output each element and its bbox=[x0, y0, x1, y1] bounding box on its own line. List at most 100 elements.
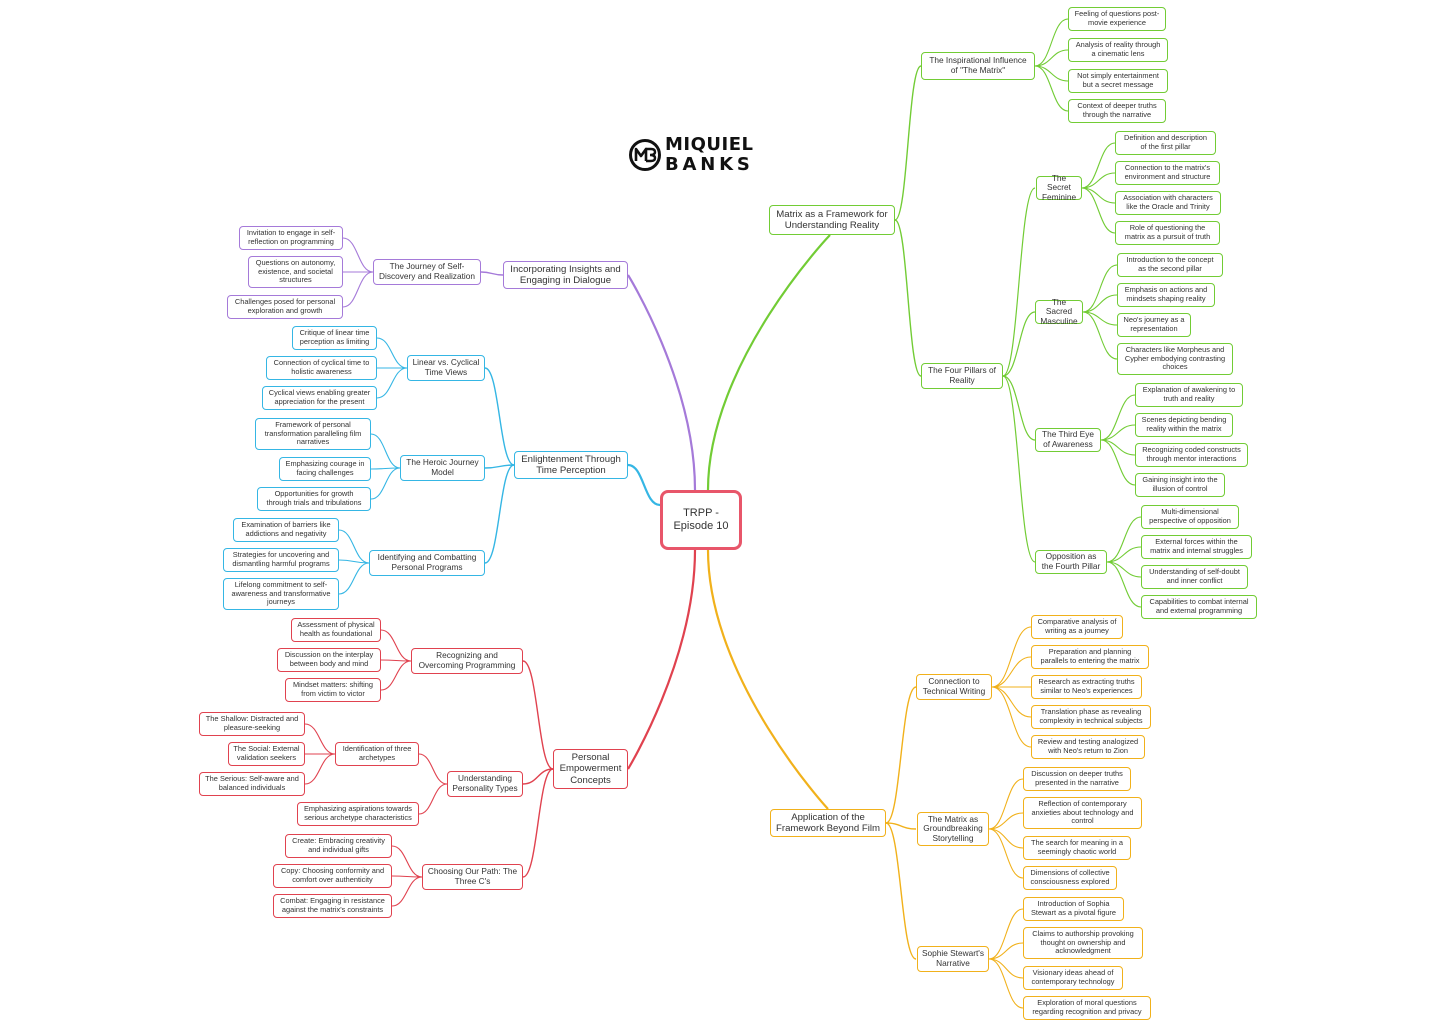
leaf-node[interactable]: Feeling of questions post-movie experien… bbox=[1068, 7, 1166, 31]
branch-personal-empowerment[interactable]: Personal Empowerment Concepts bbox=[553, 749, 628, 789]
leaf-node[interactable]: Exploration of moral questions regarding… bbox=[1023, 996, 1151, 1020]
leaf-node[interactable]: The Shallow: Distracted and pleasure-see… bbox=[199, 712, 305, 736]
leaf-node[interactable]: Introduction of Sophia Stewart as a pivo… bbox=[1023, 897, 1124, 921]
leaf-node[interactable]: Reflection of contemporary anxieties abo… bbox=[1023, 797, 1142, 829]
leaf-node[interactable]: Capabilities to combat internal and exte… bbox=[1141, 595, 1257, 619]
pillar-label: The Secret Feminine bbox=[1041, 172, 1077, 202]
pillar-third-eye[interactable]: The Third Eye of Awareness bbox=[1035, 428, 1101, 452]
pillar-opposition[interactable]: Opposition as the Fourth Pillar bbox=[1035, 550, 1107, 574]
leaf-node[interactable]: Definition and description of the first … bbox=[1115, 131, 1216, 155]
branch-label: Enlightenment Through Time Perception bbox=[521, 453, 621, 476]
topic-overcoming-programming[interactable]: Recognizing and Overcoming Programming bbox=[411, 648, 523, 674]
topic-label: The Matrix as Groundbreaking Storytellin… bbox=[923, 813, 983, 843]
connector-line bbox=[1106, 561, 1142, 608]
leaf-node[interactable]: Connection of cyclical time to holistic … bbox=[266, 356, 377, 380]
leaf-node[interactable]: Dimensions of collective consciousness e… bbox=[1023, 866, 1117, 890]
leaf-node[interactable]: Discussion on the interplay between body… bbox=[277, 648, 381, 672]
leaf-node[interactable]: Framework of personal transformation par… bbox=[255, 418, 371, 450]
leaf-label: Invitation to engage in self-reflection … bbox=[246, 228, 336, 246]
topic-combatting-programs[interactable]: Identifying and Combatting Personal Prog… bbox=[369, 550, 485, 576]
branch-matrix-framework[interactable]: Matrix as a Framework for Understanding … bbox=[769, 205, 895, 235]
branch-incorporating-insights[interactable]: Incorporating Insights and Engaging in D… bbox=[503, 261, 628, 289]
topic-inspirational-influence[interactable]: The Inspirational Influence of "The Matr… bbox=[921, 52, 1035, 80]
leaf-node[interactable]: Understanding of self-doubt and inner co… bbox=[1141, 565, 1248, 589]
leaf-node[interactable]: Analysis of reality through a cinematic … bbox=[1068, 38, 1168, 62]
leaf-node[interactable]: Copy: Choosing conformity and comfort ov… bbox=[273, 864, 392, 888]
leaf-node[interactable]: Lifelong commitment to self-awareness an… bbox=[223, 578, 339, 610]
leaf-node[interactable]: External forces within the matrix and in… bbox=[1141, 535, 1252, 559]
leaf-label: Characters like Morpheus and Cypher embo… bbox=[1124, 345, 1226, 372]
leaf-node[interactable]: Combat: Engaging in resistance against t… bbox=[273, 894, 392, 918]
leaf-node[interactable]: Critique of linear time perception as li… bbox=[292, 326, 377, 350]
leaf-node[interactable]: Challenges posed for personal exploratio… bbox=[227, 295, 343, 319]
leaf-node[interactable]: Gaining insight into the illusion of con… bbox=[1135, 473, 1225, 497]
leaf-node[interactable]: Context of deeper truths through the nar… bbox=[1068, 99, 1166, 123]
leaf-node[interactable]: Discussion on deeper truths presented in… bbox=[1023, 767, 1131, 791]
connector-line bbox=[991, 686, 1032, 748]
leaf-node[interactable]: Association with characters like the Ora… bbox=[1115, 191, 1221, 215]
leaf-node[interactable]: Questions on autonomy, existence, and so… bbox=[248, 256, 343, 288]
leaf-node[interactable]: Scenes depicting bending reality within … bbox=[1135, 413, 1233, 437]
leaf-node[interactable]: Emphasis on actions and mindsets shaping… bbox=[1117, 283, 1215, 307]
leaf-node[interactable]: Create: Embracing creativity and individ… bbox=[285, 834, 392, 858]
topic-technical-writing[interactable]: Connection to Technical Writing bbox=[916, 674, 992, 700]
leaf-node[interactable]: Preparation and planning parallels to en… bbox=[1031, 645, 1149, 669]
leaf-node[interactable]: Neo's journey as a representation bbox=[1117, 313, 1191, 337]
leaf-node[interactable]: Role of questioning the matrix as a purs… bbox=[1115, 221, 1220, 245]
root-node[interactable]: TRPP - Episode 10 bbox=[660, 490, 742, 550]
leaf-node[interactable]: Visionary ideas ahead of contemporary te… bbox=[1023, 966, 1123, 990]
topic-groundbreaking-storytelling[interactable]: The Matrix as Groundbreaking Storytellin… bbox=[917, 812, 989, 846]
topic-label: The Journey of Self-Discovery and Realiz… bbox=[379, 261, 475, 281]
leaf-node[interactable]: Strategies for uncovering and dismantlin… bbox=[223, 548, 339, 572]
leaf-node[interactable]: Assessment of physical health as foundat… bbox=[291, 618, 381, 642]
connector-line bbox=[1082, 294, 1118, 313]
leaf-label: Gaining insight into the illusion of con… bbox=[1142, 475, 1218, 493]
pillar-secret-feminine[interactable]: The Secret Feminine bbox=[1036, 172, 1082, 202]
leaf-node[interactable]: Connection to the matrix's environment a… bbox=[1115, 161, 1220, 185]
topic-three-cs[interactable]: Choosing Our Path: The Three C's bbox=[422, 864, 523, 890]
leaf-node[interactable]: Claims to authorship provoking thought o… bbox=[1023, 927, 1143, 959]
leaf-node[interactable]: Cyclical views enabling greater apprecia… bbox=[262, 386, 377, 410]
leaf-label: Understanding of self-doubt and inner co… bbox=[1149, 567, 1240, 585]
connector-line bbox=[380, 629, 412, 662]
leaf-node[interactable]: Research as extracting truths similar to… bbox=[1031, 675, 1142, 699]
leaf-node[interactable]: Multi-dimensional perspective of opposit… bbox=[1141, 505, 1239, 529]
connector-line bbox=[304, 753, 336, 785]
leaf-label: Challenges posed for personal exploratio… bbox=[234, 297, 336, 315]
connector-line bbox=[988, 812, 1024, 830]
leaf-node[interactable]: Comparative analysis of writing as a jou… bbox=[1031, 615, 1123, 639]
leaf-node[interactable]: Translation phase as revealing complexit… bbox=[1031, 705, 1151, 729]
leaf-node[interactable]: Opportunities for growth through trials … bbox=[257, 487, 371, 511]
archetypes-node[interactable]: Identification of three archetypes bbox=[335, 742, 419, 766]
topic-heroic-journey[interactable]: The Heroic Journey Model bbox=[400, 455, 485, 481]
connector-line bbox=[370, 433, 401, 469]
leaf-node[interactable]: Invitation to engage in self-reflection … bbox=[239, 226, 343, 250]
leaf-label: Explanation of awakening to truth and re… bbox=[1142, 385, 1236, 403]
leaf-node[interactable]: Recognizing coded constructs through men… bbox=[1135, 443, 1248, 467]
leaf-node[interactable]: Review and testing analogized with Neo's… bbox=[1031, 735, 1145, 759]
branch-application-beyond-film[interactable]: Application of the Framework Beyond Film bbox=[770, 809, 886, 837]
topic-sophie-stewart[interactable]: Sophie Stewart's Narrative bbox=[917, 946, 989, 972]
topic-linear-cyclical[interactable]: Linear vs. Cyclical Time Views bbox=[407, 355, 485, 381]
topic-self-discovery[interactable]: The Journey of Self-Discovery and Realiz… bbox=[373, 259, 481, 285]
leaf-node[interactable]: Mindset matters: shifting from victim to… bbox=[285, 678, 381, 702]
leaf-node[interactable]: Introduction to the concept as the secon… bbox=[1117, 253, 1223, 277]
leaf-node[interactable]: Emphasizing aspirations towards serious … bbox=[297, 802, 419, 826]
leaf-label: Capabilities to combat internal and exte… bbox=[1149, 597, 1249, 615]
topic-personality-types[interactable]: Understanding Personality Types bbox=[447, 771, 523, 797]
pillar-sacred-masculine[interactable]: The Sacred Masculine bbox=[1035, 297, 1083, 325]
topic-four-pillars[interactable]: The Four Pillars of Reality bbox=[921, 363, 1003, 389]
leaf-node[interactable]: Characters like Morpheus and Cypher embo… bbox=[1117, 343, 1233, 375]
leaf-node[interactable]: The Serious: Self-aware and balanced ind… bbox=[199, 772, 305, 796]
branch-enlightenment-time[interactable]: Enlightenment Through Time Perception bbox=[514, 451, 628, 479]
leaf-label: Definition and description of the first … bbox=[1124, 133, 1207, 151]
leaf-node[interactable]: Examination of barriers like addictions … bbox=[233, 518, 339, 542]
leaf-node[interactable]: Emphasizing courage in facing challenges bbox=[279, 457, 371, 481]
leaf-node[interactable]: Not simply entertainment but a secret me… bbox=[1068, 69, 1168, 93]
connector-line bbox=[522, 768, 554, 785]
leaf-node[interactable]: The search for meaning in a seemingly ch… bbox=[1023, 836, 1131, 860]
leaf-label: Neo's journey as a representation bbox=[1123, 315, 1185, 333]
leaf-node[interactable]: Explanation of awakening to truth and re… bbox=[1135, 383, 1243, 407]
leaf-node[interactable]: The Social: External validation seekers bbox=[228, 742, 305, 766]
connector-line bbox=[988, 828, 1024, 849]
